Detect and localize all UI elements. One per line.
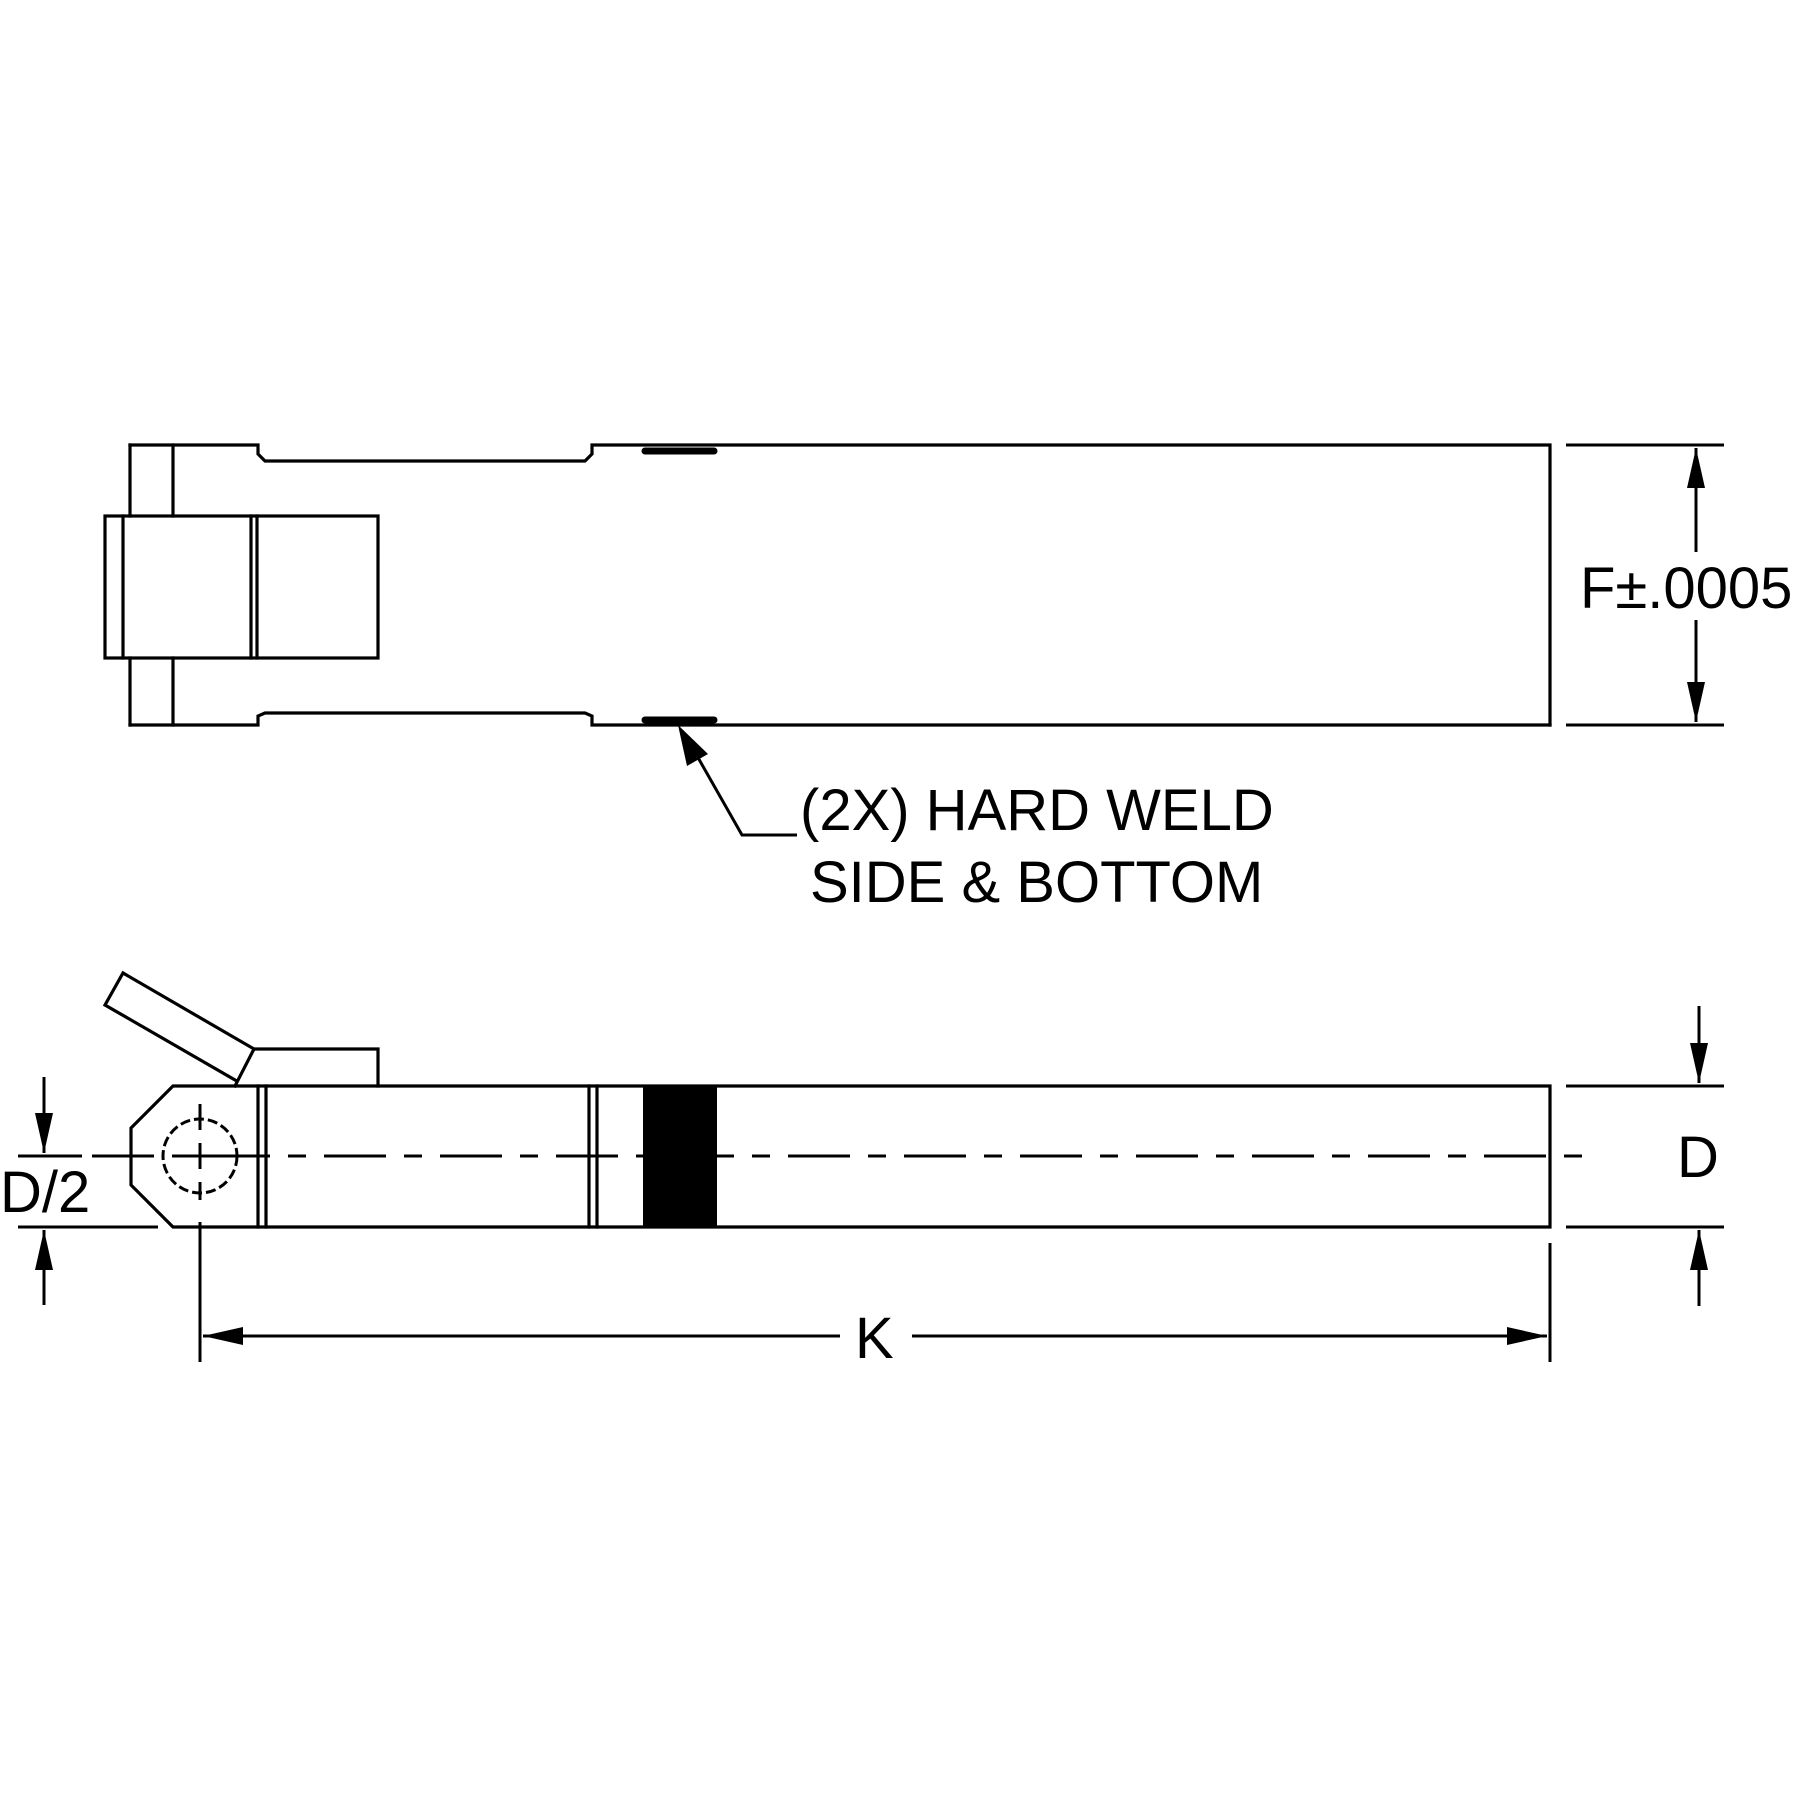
weld-leader-arrowhead [678, 725, 708, 766]
arrowhead-f-top [1687, 448, 1705, 488]
dimension-f: F±.0005 [1566, 443, 1792, 727]
arrowhead-d-half-top [35, 1113, 53, 1153]
side-view-bar-outline [129, 1084, 1552, 1229]
top-view-outline-bottom [128, 711, 1552, 727]
arrowhead-f-bottom [1687, 682, 1705, 722]
top-view [103, 443, 1552, 727]
dimension-d-half: D/2 [0, 1077, 158, 1305]
dimension-label-d-half: D/2 [0, 1160, 90, 1225]
weld-note-line1: (2X) HARD WELD [800, 778, 1274, 843]
arrowhead-d-bottom [1690, 1230, 1708, 1270]
arrowhead-k-right [1507, 1327, 1547, 1345]
side-view [92, 970, 1583, 1229]
arrowhead-d-top [1690, 1043, 1708, 1083]
dimension-d: D [1566, 1006, 1724, 1306]
side-view-clamp-lever [232, 1047, 380, 1089]
dimension-k: K [198, 1222, 1552, 1371]
weld-note-line2: SIDE & BOTTOM [810, 850, 1263, 915]
arrowhead-k-left [203, 1327, 243, 1345]
top-view-clamp-block [103, 514, 380, 660]
weld-leader-line [686, 739, 797, 837]
top-view-outline-top [128, 443, 1552, 727]
dimension-label-d: D [1677, 1125, 1719, 1190]
dimension-label-f: F±.0005 [1580, 556, 1792, 621]
weld-callout: (2X) HARD WELD SIDE & BOTTOM [678, 725, 1274, 915]
arrowhead-d-half-bottom [35, 1230, 53, 1270]
side-view-clamp-handle [102, 970, 257, 1083]
dimension-label-k: K [855, 1306, 894, 1371]
